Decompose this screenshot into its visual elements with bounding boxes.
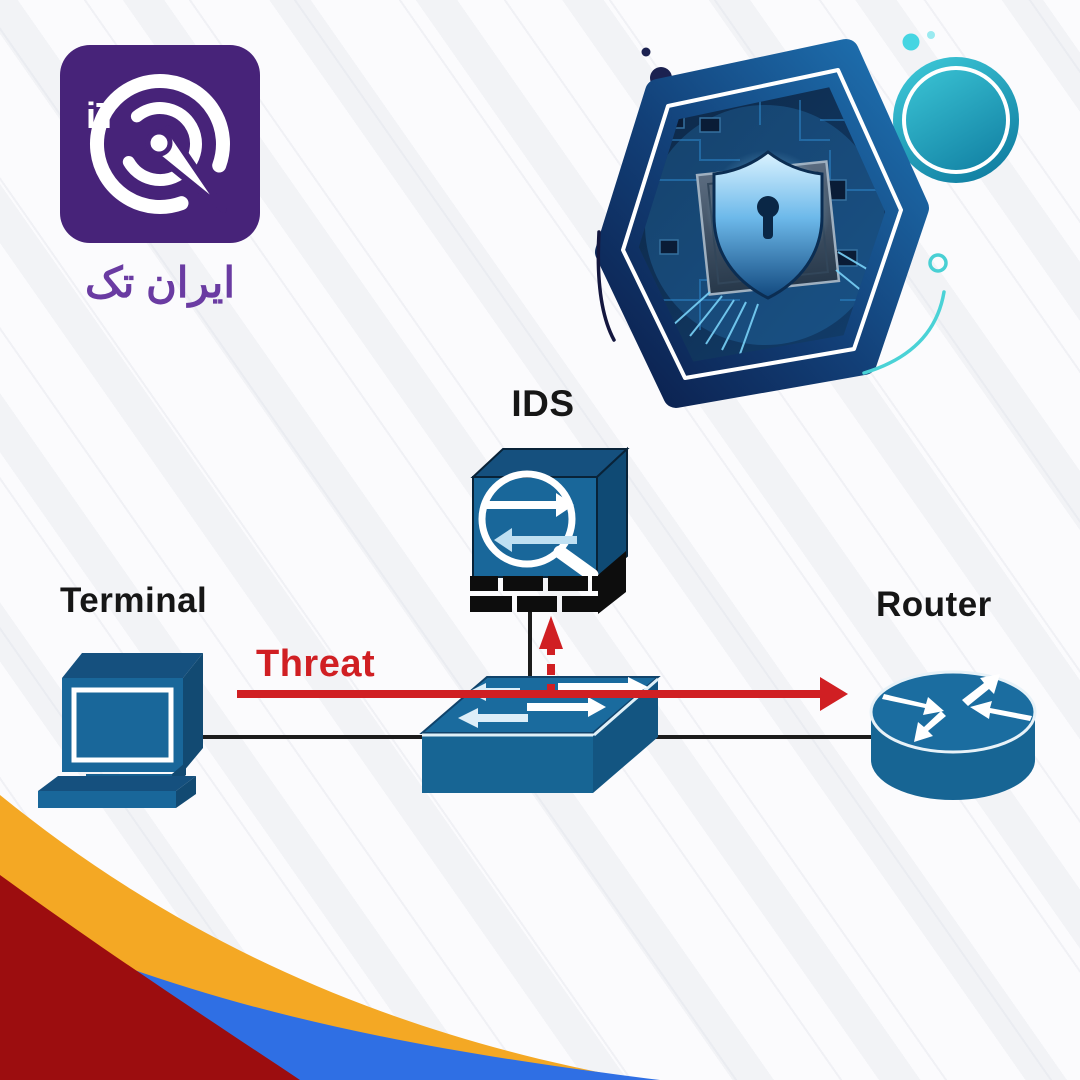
ids-alert-arrow — [539, 616, 563, 695]
threat-arrow — [237, 677, 848, 711]
arrow-left-icon — [494, 528, 577, 552]
magnifier-icon — [478, 470, 576, 568]
arrow-right-icon — [486, 493, 574, 517]
teal-dot — [902, 33, 920, 51]
router-label: Router — [876, 585, 992, 624]
logo-outer-ring — [90, 74, 230, 214]
navy-dot-small — [641, 47, 651, 57]
logo-monogram: iT — [86, 95, 118, 136]
computer-terminal-icon — [38, 653, 203, 808]
terminal-label: Terminal — [60, 581, 208, 620]
teal-ring — [928, 253, 948, 273]
alert-arrowhead — [539, 616, 563, 649]
irantech-logo: iT — [60, 45, 260, 243]
network-diagram — [38, 446, 1037, 808]
shield-lock-circuit-photo — [638, 87, 886, 362]
threat-label: Threat — [256, 643, 376, 685]
logo-hub — [145, 129, 173, 157]
logo-inner-ring — [122, 102, 202, 186]
teal-blob — [893, 57, 1019, 183]
navy-accent-line — [596, 230, 616, 342]
corner-wave-decoration — [0, 795, 660, 1080]
blob-white-ring — [902, 66, 1010, 174]
hero-hexagon-graphic — [595, 31, 1019, 408]
brand-name-farsi: ایران تک — [85, 259, 235, 306]
firewall-bricks — [470, 551, 626, 614]
hexagon-white-outline — [621, 68, 903, 380]
router-icon — [869, 670, 1037, 800]
teal-dot-small — [927, 31, 935, 39]
ids-label: IDS — [511, 383, 575, 424]
wave-red — [0, 875, 300, 1080]
threat-arrowhead — [820, 677, 848, 711]
teal-accent-line — [862, 290, 946, 375]
ids-sensor-magnifier-firewall-icon — [470, 446, 630, 614]
router-arrows — [882, 674, 1032, 742]
